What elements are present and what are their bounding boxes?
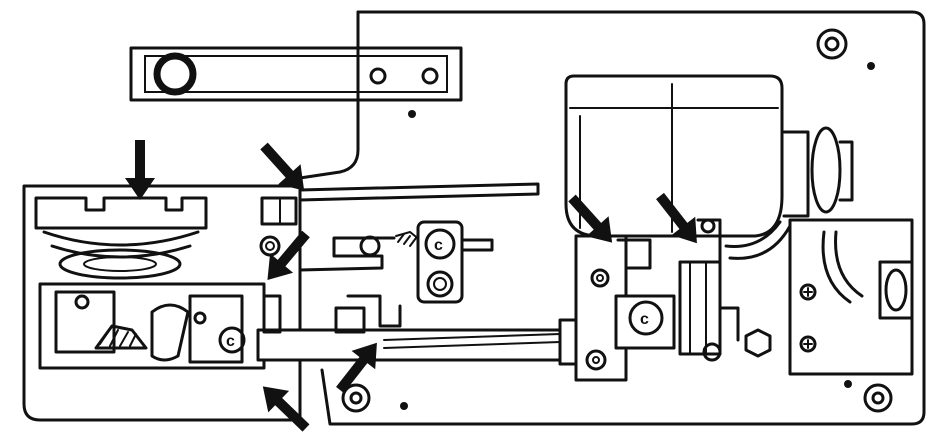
top-arm-bar	[129, 46, 463, 102]
arrow-icon	[656, 192, 697, 244]
thread-tension-assembly: c	[259, 196, 494, 328]
arrow-icon	[125, 140, 155, 200]
arrow-set	[125, 140, 697, 432]
hook-mechanism: c	[22, 184, 578, 422]
drive-shaft: c	[558, 218, 772, 382]
screw-label: c	[226, 333, 235, 350]
arrow-icon	[336, 342, 377, 394]
arrow-icon	[262, 386, 310, 432]
belt-pulley	[788, 218, 914, 376]
hex-nut-icon	[744, 328, 772, 358]
screw-label: c	[640, 311, 649, 328]
screw-label: c	[434, 237, 443, 254]
arrow-icon	[568, 194, 613, 243]
motor	[564, 74, 854, 260]
machine-base-plate	[298, 10, 926, 426]
arrow-icon	[267, 230, 310, 280]
arrow-icon	[260, 142, 305, 191]
